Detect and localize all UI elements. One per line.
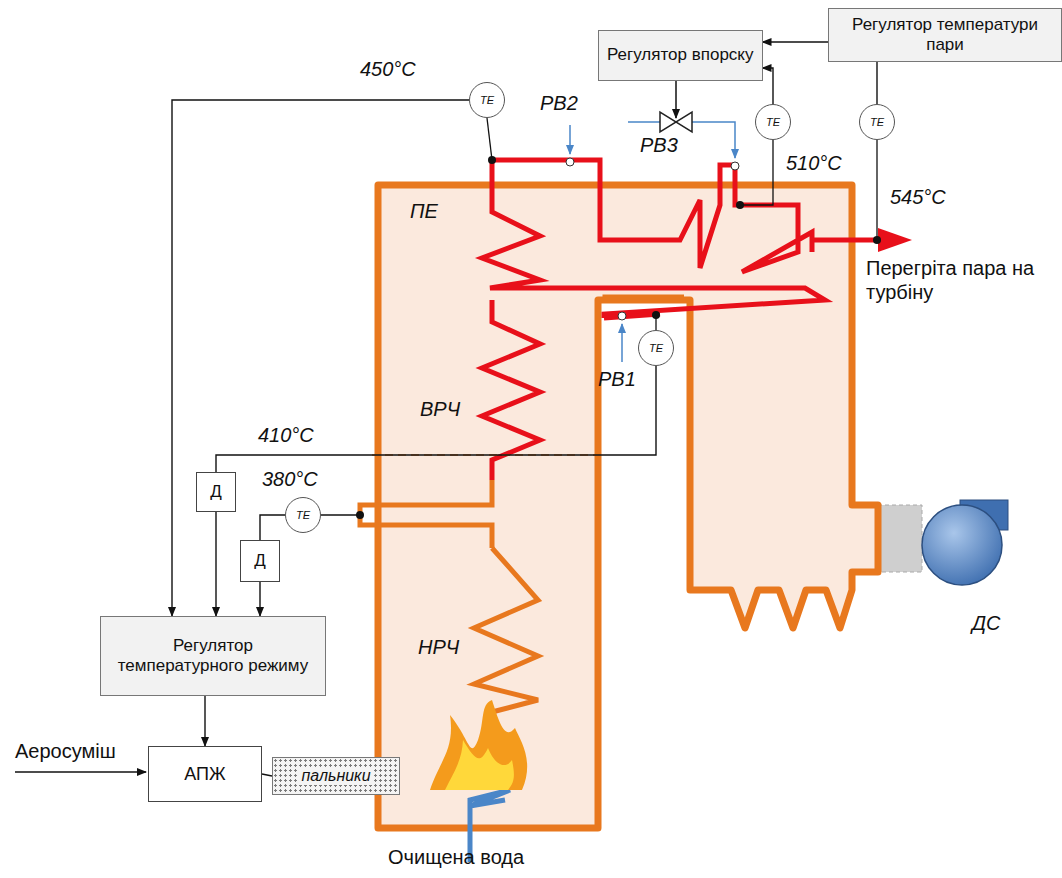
node-text: TE [870,116,884,128]
node-text: TE [766,116,780,128]
regulator-box: Регулятор впорску [598,30,763,81]
signal-line [215,512,216,616]
flame [430,700,527,790]
signal-line [204,696,205,746]
regulator-box: Регулятор температурного режиму [100,616,326,696]
superheater-coil [482,160,880,480]
sensor-box: Д [240,540,280,582]
junction-dots [356,156,881,519]
shaft-ridge [604,296,684,300]
aeromix-arrow [15,771,146,772]
diagram-label: РВ3 [640,134,678,157]
diagram-label: 410°C [258,424,314,447]
signal-line [260,515,285,540]
node-text: Регулятор температури пари [837,15,1053,56]
diagram-label: ВРЧ [420,398,460,421]
diagram-label: 450°C [360,58,416,81]
sensor-box: Д [196,472,236,512]
signal-line [763,68,774,104]
diagram-label: РВ2 [540,92,578,115]
fan-duct [878,505,922,572]
diagram-label: 380°C [262,468,318,491]
signal-line [876,62,877,104]
diagram-label: Перегріта пара на турбіну [866,256,1056,304]
diagram-label: 545°C [890,186,946,209]
diagram-label: Очищена вода [388,846,524,869]
signal-line [172,100,469,616]
node-text: Д [210,482,222,502]
diagram-label: ПЕ [410,200,438,223]
signal-line [259,582,260,616]
node-text: TE [649,342,663,354]
water-wall-coil [360,480,538,862]
node-text: АПЖ [184,764,225,785]
diagram-label: НРЧ [418,636,459,659]
node-text: TE [296,509,310,521]
diagram-label: РВ1 [598,368,636,391]
signal-line [262,774,272,776]
burner-box: пальники [272,757,400,795]
node-text: Д [254,551,266,571]
node-text: Регулятор температурного режиму [109,636,317,677]
smoke-exhauster [922,500,1008,585]
steam-outlet-arrow [878,228,912,252]
injection-points [566,81,739,362]
sensor-circle: TE [755,104,791,140]
sensor-circle: TE [285,497,321,533]
node-text: пальники [299,767,372,785]
control-box: АПЖ [148,746,262,802]
node-text: TE [480,94,494,106]
signal-line [763,41,829,42]
sensor-circle: TE [638,330,674,366]
sensor-circle: TE [469,82,505,118]
diagram-label: Аеросуміш [15,740,116,763]
node-text: Регулятор впорску [607,45,754,65]
sensor-circle: TE [859,104,895,140]
diagram-label: 510°C [786,152,842,175]
regulator-box: Регулятор температури пари [828,8,1062,62]
diagram-label: ДС [972,612,1001,635]
signal-line [216,366,656,472]
